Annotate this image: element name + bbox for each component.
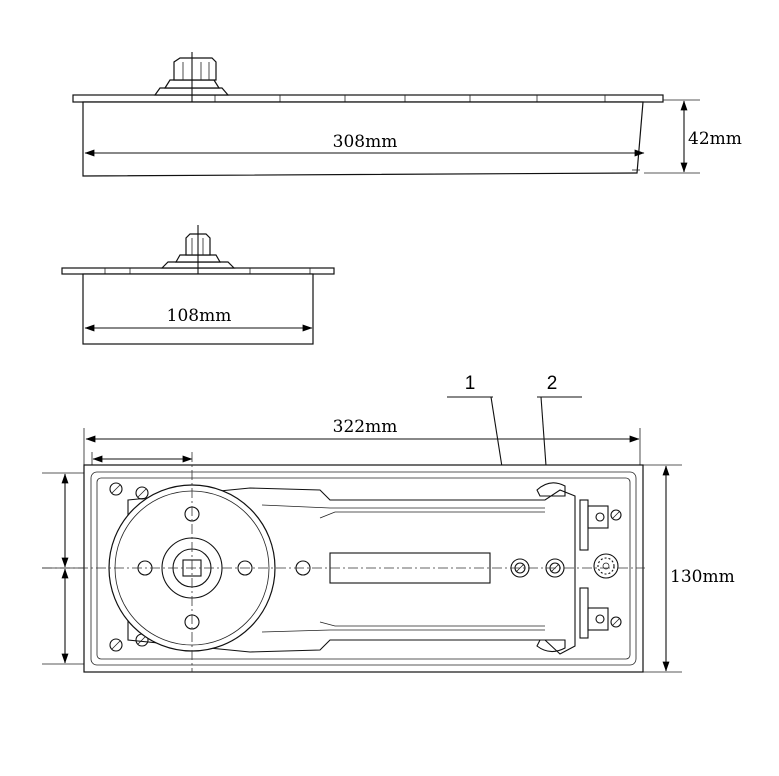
end-bracket-bottom [579, 587, 609, 639]
cover-plate [72, 94, 664, 103]
spring-housing [127, 487, 576, 655]
front-elevation-view: 308mm 42mm [72, 52, 742, 177]
side-elevation-view: 108mm [61, 225, 335, 345]
spring-box-body [82, 101, 644, 177]
plan-view: 1 2 322mm 13 [42, 373, 735, 673]
height-dimension-label: 42mm [688, 129, 742, 149]
length-dimension-label: 308mm [333, 132, 398, 152]
adjustment-gear [593, 553, 619, 579]
end-bracket-top [579, 499, 609, 551]
svg-text:2: 2 [547, 373, 558, 394]
side-spindle [160, 225, 236, 282]
width-dimension-label: 108mm [167, 306, 232, 326]
plan-length-dimension-label: 322mm [333, 417, 398, 437]
svg-text:1: 1 [465, 373, 476, 394]
side-box-body [82, 273, 314, 345]
plan-width-dimension-label: 130mm [670, 567, 735, 587]
spindle [153, 52, 230, 135]
